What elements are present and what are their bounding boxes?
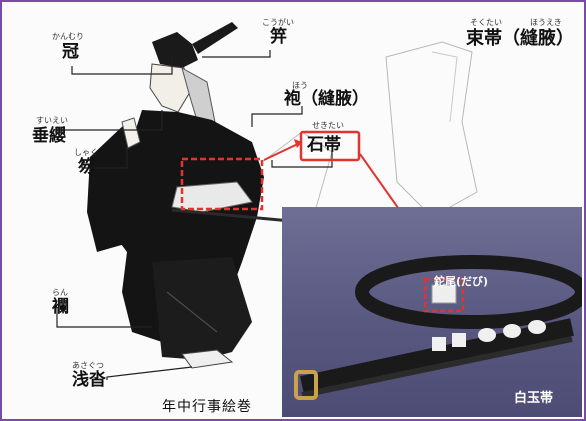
belt-photo-graphic (294, 255, 582, 400)
source-caption: 年中行事絵巻 (162, 399, 252, 415)
label-kanmuri: 冠 (62, 42, 79, 62)
sekitai-ruby: せきたい (312, 121, 344, 130)
hou-ruby: ほう (292, 81, 308, 90)
label-sekitai: 石帯 (307, 135, 341, 155)
label-asagutsu: 浅沓 (72, 370, 106, 390)
shaku-ruby: しゃく (74, 148, 98, 157)
asagutsu-ruby: あさぐつ (72, 361, 104, 370)
label-dabi: 鉈尾(だび) (434, 275, 489, 288)
label-hakugyokutai: 白玉帯 (514, 391, 554, 406)
belt-photo: 鉈尾(だび) 白玉帯 (282, 207, 582, 417)
kougai-ruby: こうがい (262, 18, 294, 27)
suiei-ruby: すいえい (36, 116, 68, 125)
title-sokutai: 束帯（縫腋） (466, 28, 574, 49)
sokutai-ruby: そくたい (470, 18, 502, 27)
houeki-ruby: ほうえき (530, 18, 562, 27)
label-kougai: 笄 (270, 27, 287, 47)
label-suiei: 垂纓 (32, 126, 66, 146)
ran-ruby: らん (52, 288, 68, 297)
label-ran: 襴 (52, 297, 69, 317)
label-shaku: 笏 (78, 157, 95, 177)
label-hou: 袍（縫腋） (284, 89, 369, 109)
kanmuri-ruby: かんむり (52, 32, 84, 41)
